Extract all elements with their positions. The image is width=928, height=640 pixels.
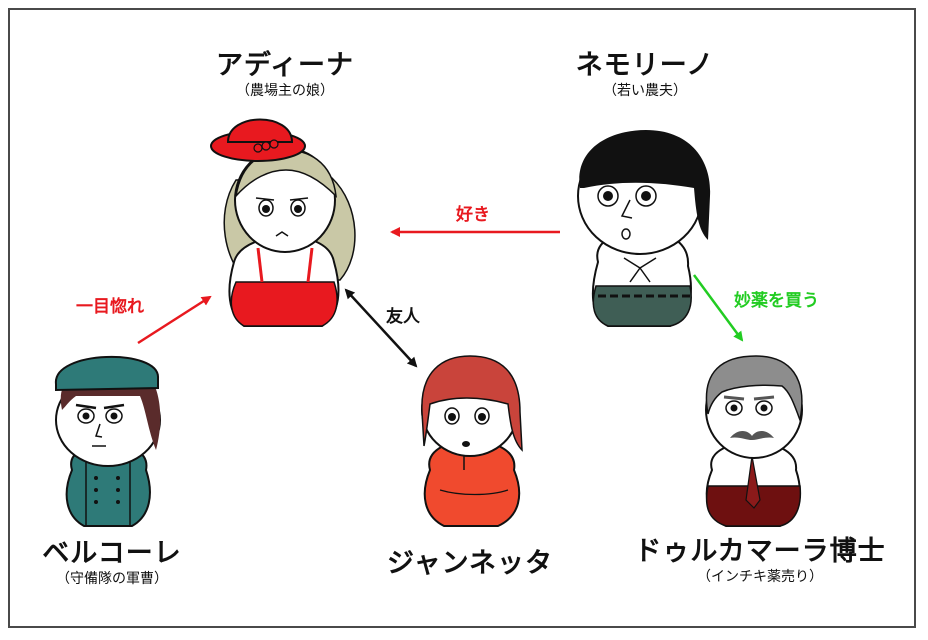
relation-label-love: 好き xyxy=(456,205,490,225)
dulcamara-label: ドゥルカマーラ博士 （インチキ薬売り） xyxy=(610,536,910,586)
nemorino-figure xyxy=(577,130,711,327)
relation-label-potion: 妙薬を買う xyxy=(734,291,819,311)
arrow-adina-giannetta xyxy=(344,288,418,368)
adina-name: アディーナ xyxy=(215,50,355,81)
giannetta-figure xyxy=(421,355,523,527)
arrow-nemorino-to-dulcamara xyxy=(692,274,744,342)
dulcamara-figure xyxy=(705,355,803,527)
arrow-belcore-to-adina xyxy=(137,295,212,345)
relation-label-first-sight: 一目惚れ xyxy=(76,297,144,317)
belcore-label: ベルコーレ （守備隊の軍曹） xyxy=(12,538,212,588)
belcore-role: （守備隊の軍曹） xyxy=(56,571,168,587)
belcore-name: ベルコーレ xyxy=(42,538,182,569)
belcore-figure xyxy=(54,356,161,527)
nemorino-role: （若い農夫） xyxy=(603,83,687,99)
adina-role: （農場主の娘） xyxy=(236,83,334,99)
dulcamara-name: ドゥルカマーラ博士 xyxy=(634,536,886,567)
giannetta-name: ジャンネッタ xyxy=(386,548,554,579)
adina-figure xyxy=(210,118,356,327)
adina-label: アディーナ （農場主の娘） xyxy=(180,50,390,100)
nemorino-label: ネモリーノ （若い農夫） xyxy=(540,50,750,100)
dulcamara-role: （インチキ薬売り） xyxy=(697,569,823,585)
giannetta-label: ジャンネッタ xyxy=(360,548,580,580)
diagram-frame xyxy=(8,8,916,628)
relation-label-friend: 友人 xyxy=(386,307,420,327)
nemorino-name: ネモリーノ xyxy=(575,50,715,81)
